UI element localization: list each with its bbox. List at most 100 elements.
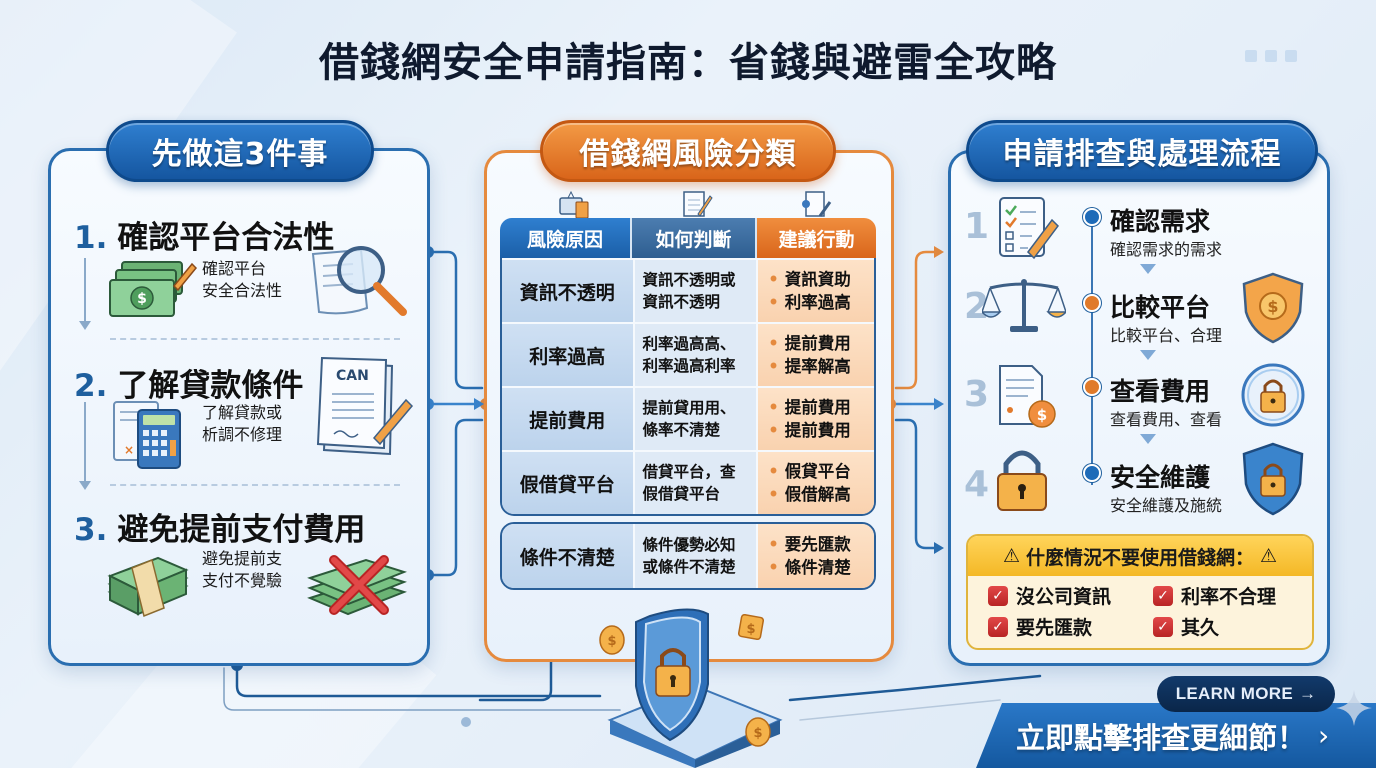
arrow-right-icon: →: [1298, 684, 1317, 703]
checkbox-checked-icon: ✓: [988, 616, 1008, 637]
cta-label: 立即點擊排查更細節！: [1016, 720, 1307, 755]
step-3-desc: 避免提前支支付不覺驗: [202, 549, 283, 590]
warning-box: ⚠ 什麼情況不要使用借錢網： ⚠ ✓沒公司資訊 ✓利率不合理 ✓要先匯款 ✓其久: [966, 534, 1314, 650]
warning-header: ⚠ 什麼情況不要使用借錢網： ⚠: [968, 536, 1312, 576]
checklist-icon: [999, 197, 1059, 260]
step-1-desc: 確認平台安全合法性: [202, 259, 283, 300]
cell-cause: 提前費用: [502, 388, 633, 450]
flow-step-desc: 確認需求的需求: [1110, 240, 1223, 259]
wallet-icon: [559, 190, 589, 219]
svg-text:$: $: [607, 634, 616, 649]
shield-dollar-icon: $: [1242, 272, 1304, 344]
cell-action: 提前費用提率解高: [756, 324, 874, 386]
flow-step-desc: 安全維護及施統: [1110, 496, 1223, 515]
document-tools-icon: [802, 191, 832, 217]
warning-item: ✓利率不合理: [1153, 582, 1312, 609]
money-stack-icon: [107, 556, 189, 618]
step-arrow: [79, 402, 91, 490]
flow-step-number: 1: [964, 206, 990, 247]
step-2-title: 2.了解貸款條件: [74, 368, 304, 404]
flow-dot: [1083, 378, 1101, 396]
money-pencil-icon: $: [109, 261, 198, 317]
flow-step-title: 比較平台: [1110, 293, 1211, 322]
decorative-dots: [1245, 50, 1297, 62]
risk-table-header: 風險原因 如何判斷 建議行動: [500, 218, 876, 258]
warning-item: ✓其久: [1153, 613, 1312, 640]
cta-banner-button[interactable]: 立即點擊排查更細節！ ›: [976, 703, 1376, 768]
down-arrow-icon: [1140, 434, 1156, 444]
flow-step-number: 2: [964, 286, 990, 327]
process-flow-heading: 申請排查與處理流程: [966, 120, 1318, 182]
cell-judge: 提前貸用用、條率不清楚: [632, 388, 757, 450]
table-row: 利率過高 利率過高高、利率過高利率 提前費用提率解高: [502, 322, 874, 386]
warning-icon: ⚠: [1002, 545, 1020, 567]
flow-step-number: 4: [964, 464, 990, 505]
svg-text:$: $: [137, 291, 147, 307]
flow-dot: [1083, 294, 1101, 312]
flow-step-title: 查看費用: [1110, 377, 1211, 406]
padlock-icon: [997, 450, 1047, 511]
shield-lock-icon: [1242, 442, 1304, 516]
cell-cause: 資訊不透明: [502, 260, 633, 322]
step-3-title: 3.避免提前支付費用: [74, 512, 366, 548]
shield-lock-platform-icon: $ $ $: [599, 608, 783, 768]
cell-cause: 利率過高: [502, 324, 633, 386]
checkbox-checked-icon: ✓: [1153, 616, 1173, 637]
flow-step-title: 安全維護: [1110, 463, 1211, 492]
flow-step-desc: 查看費用、查看: [1110, 410, 1223, 429]
flow-dot: [1083, 208, 1101, 226]
table-row: 提前費用 提前貸用用、條率不清楚 提前費用提前費用: [502, 386, 874, 450]
svg-text:$: $: [1037, 406, 1047, 424]
flow-step-number: 3: [964, 374, 990, 415]
cell-judge: 條件優勢必知或條件不清楚: [632, 524, 757, 588]
warning-icon: ⚠: [1260, 545, 1278, 567]
cell-action: 假貸平台假借解高: [756, 452, 874, 514]
svg-text:CAN: CAN: [336, 368, 369, 384]
checkbox-checked-icon: ✓: [1153, 585, 1173, 606]
page-title: 借錢網安全申請指南：省錢與避雷全攻略: [319, 40, 1057, 86]
warning-item: ✓沒公司資訊: [988, 582, 1153, 609]
cell-cause: 條件不清楚: [502, 524, 633, 588]
step-1-title: 1.確認平台合法性: [74, 220, 335, 256]
lock-circle-icon: [1241, 363, 1305, 427]
learn-more-label: LEARN MORE: [1175, 684, 1293, 703]
cell-cause: 假借貸平台: [502, 452, 633, 514]
invoice-dollar-icon: $: [999, 365, 1056, 428]
flow-step-desc: 比較平台、合理: [1110, 326, 1223, 345]
step-arrow: [79, 258, 91, 330]
column-header-cause: 風險原因: [500, 218, 632, 258]
document-magnifier-icon: [311, 246, 407, 316]
cell-judge: 資訊不透明或資訊不透明: [632, 260, 757, 322]
down-arrow-icon: [1140, 264, 1156, 274]
flow-line: [1091, 215, 1093, 485]
cell-action: 要先匯款條件清楚: [756, 524, 874, 588]
learn-more-button[interactable]: LEARN MORE →: [1157, 676, 1335, 712]
checkbox-checked-icon: ✓: [988, 585, 1008, 606]
warning-title: 什麼情況不要使用借錢網：: [1025, 546, 1254, 569]
cell-judge: 利率過高高、利率過高利率: [632, 324, 757, 386]
warning-item: ✓要先匯款: [988, 613, 1153, 640]
svg-text:×: ×: [124, 443, 134, 457]
cell-action: 資訊資助利率過高: [756, 260, 874, 322]
column-header-action: 建議行動: [757, 218, 876, 258]
first-steps-heading: 先做這3件事: [106, 120, 374, 182]
cell-judge: 借貸平台，查假借貸平台: [632, 452, 757, 514]
divider: [110, 484, 400, 486]
svg-text:$: $: [753, 726, 762, 741]
calculator-icon: ×: [113, 401, 181, 469]
flow-step-title: 確認需求: [1110, 207, 1211, 236]
step-2-desc: 了解貸款或析調不修理: [202, 403, 283, 444]
sparkle-icon: [1336, 690, 1372, 726]
money-cross-icon: [307, 555, 407, 616]
contract-sign-icon: CAN: [316, 356, 414, 456]
svg-text:$: $: [1267, 297, 1278, 316]
flow-dot: [1083, 464, 1101, 482]
balance-scale-icon: [982, 279, 1066, 332]
svg-text:$: $: [746, 622, 755, 637]
risk-categories-heading: 借錢網風險分類: [540, 120, 836, 182]
down-arrow-icon: [1140, 350, 1156, 360]
